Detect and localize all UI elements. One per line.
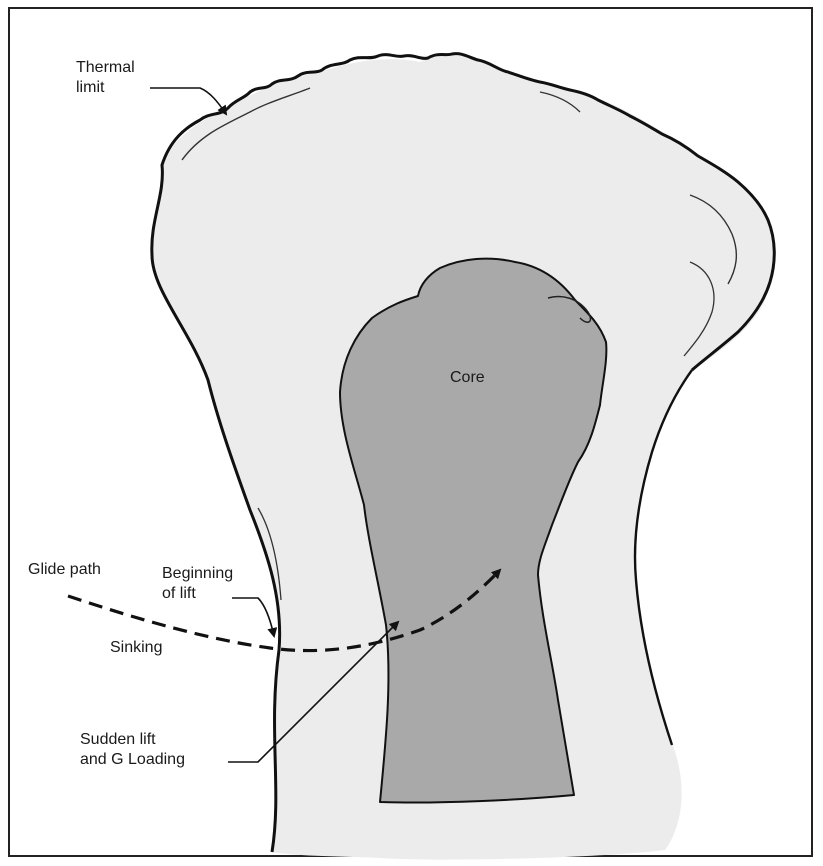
sudden-lift-label-line-2: and G Loading <box>80 750 185 770</box>
thermal-limit-label: Thermal limit <box>76 58 135 98</box>
beginning-of-lift-label-line-2: of lift <box>162 584 233 604</box>
beginning-of-lift-label-line-1: Beginning <box>162 564 233 584</box>
glide-path-label: Glide path <box>28 560 101 580</box>
thermal-limit-arrow <box>150 88 226 114</box>
core-label: Core <box>450 368 485 388</box>
thermal-limit-label-line-1: Thermal <box>76 58 135 78</box>
sudden-lift-label-line-1: Sudden lift <box>80 730 185 750</box>
sudden-lift-label: Sudden lift and G Loading <box>80 730 185 770</box>
beginning-of-lift-label: Beginning of lift <box>162 564 233 604</box>
beginning-of-lift-arrow <box>232 598 274 636</box>
thermal-limit-label-line-2: limit <box>76 78 135 98</box>
sinking-label: Sinking <box>110 638 162 658</box>
